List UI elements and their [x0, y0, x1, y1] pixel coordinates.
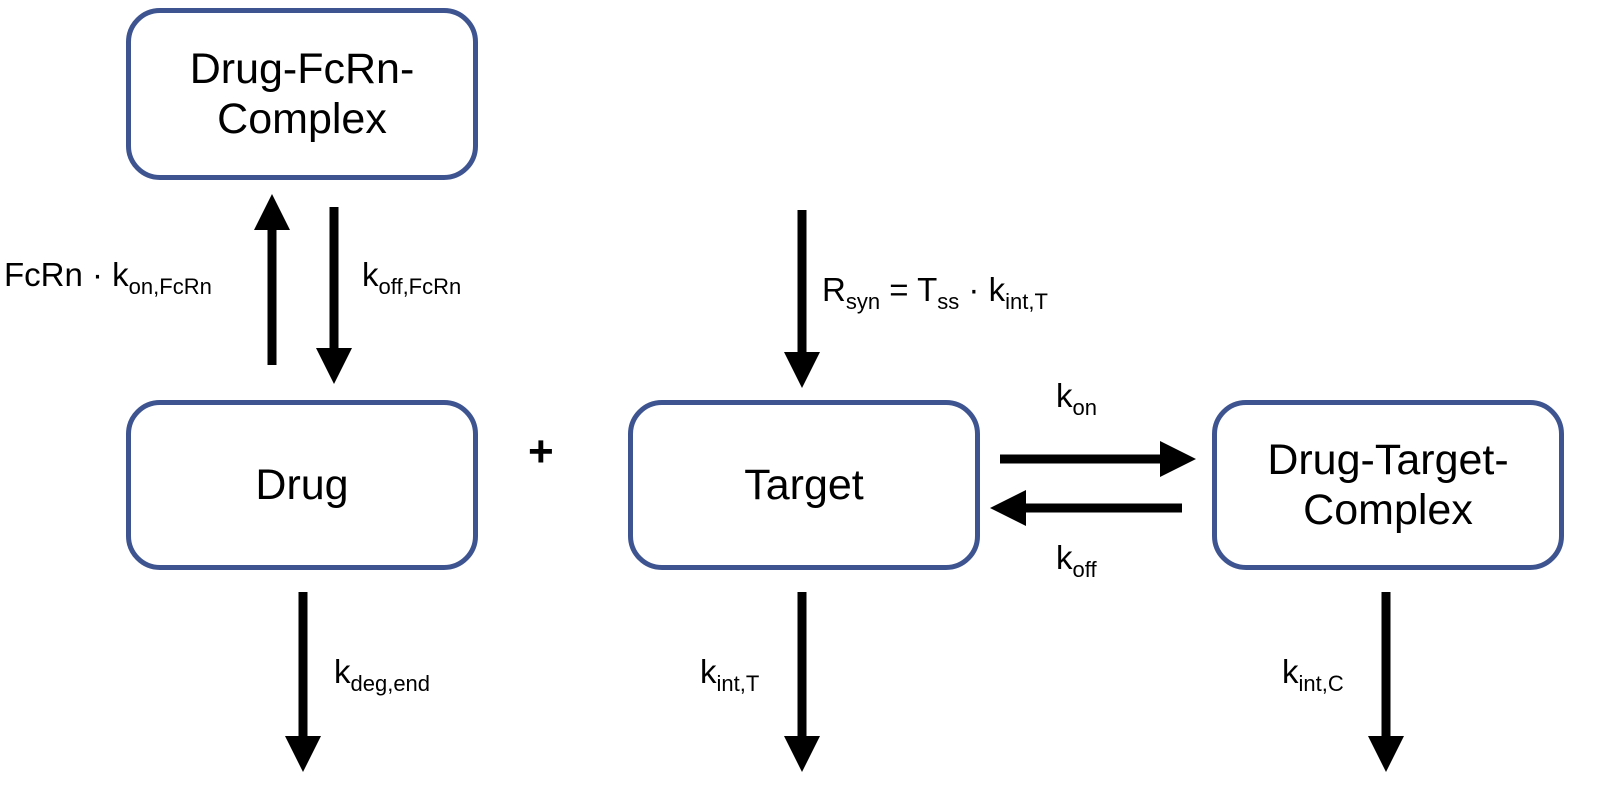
fcrn-on-rate-label: FcRn · kon,FcRn — [4, 255, 212, 298]
rsyn-k-subscript: int,T — [1005, 289, 1048, 314]
rsyn-rate-label: Rsyn = Tss · kint,T — [822, 270, 1048, 313]
kdeg-rate-label: kdeg,end — [334, 652, 430, 695]
kint-complex-subscript: int,C — [1298, 671, 1344, 696]
drug-fcrn-complex-box: Drug-FcRn- Complex — [126, 8, 478, 180]
target-label: Target — [744, 461, 864, 509]
kint-target-subscript: int,T — [716, 671, 760, 696]
rsyn-dot: · k — [959, 271, 1006, 308]
drug-target-complex-box: Drug-Target- Complex — [1212, 400, 1564, 570]
drug-target-complex-line2: Complex — [1303, 486, 1473, 534]
kon-main: k — [1056, 377, 1073, 414]
kdeg-subscript: deg,end — [350, 671, 431, 696]
drug-fcrn-complex-line1: Drug-FcRn- — [189, 45, 415, 93]
fcrn-off-subscript: off,FcRn — [378, 274, 462, 299]
target-box: Target — [628, 400, 980, 570]
fcrn-on-prefix: FcRn · k — [4, 256, 129, 293]
rsyn-eq: = T — [880, 271, 938, 308]
fcrn-off-main: k — [362, 256, 379, 293]
kint-target-main: k — [700, 653, 717, 690]
drug-label: Drug — [255, 461, 349, 509]
plus-operator: + — [528, 427, 554, 476]
kon-rate-label: kon — [1056, 376, 1097, 419]
kint-target-rate-label: kint,T — [700, 652, 759, 695]
drug-box: Drug — [126, 400, 478, 570]
drug-fcrn-complex-line2: Complex — [217, 95, 387, 143]
kint-complex-main: k — [1282, 653, 1299, 690]
koff-rate-label: koff — [1056, 538, 1097, 581]
kon-subscript: on — [1072, 395, 1097, 420]
rsyn-r: R — [822, 271, 846, 308]
fcrn-on-subscript: on,FcRn — [128, 274, 212, 299]
kint-complex-rate-label: kint,C — [1282, 652, 1344, 695]
drug-target-complex-line1: Drug-Target- — [1267, 436, 1509, 484]
kdeg-main: k — [334, 653, 351, 690]
koff-main: k — [1056, 539, 1073, 576]
fcrn-off-rate-label: koff,FcRn — [362, 255, 461, 298]
rsyn-t-subscript: ss — [937, 289, 960, 314]
koff-subscript: off — [1072, 557, 1097, 582]
rsyn-r-subscript: syn — [845, 289, 881, 314]
